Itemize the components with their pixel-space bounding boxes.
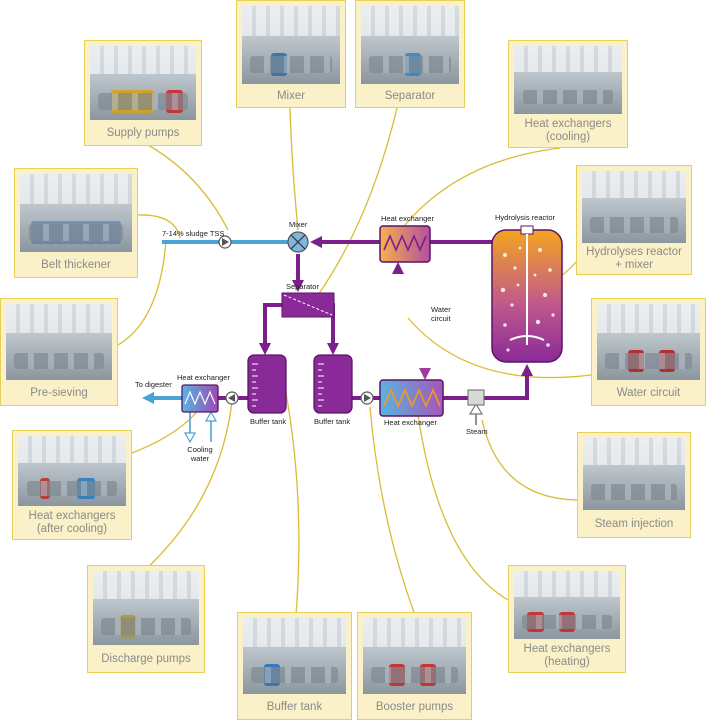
label-buffer-tank-right: Buffer tank	[314, 417, 350, 426]
caption-booster-pumps: Booster pumps	[375, 700, 454, 713]
photo-buffer-tank	[243, 618, 346, 694]
card-buffer-tank: Buffer tank	[237, 612, 352, 720]
separator-unit	[281, 292, 335, 318]
caption-belt-thickener: Belt thickener	[41, 258, 111, 271]
photo-hydrolyses-reactor	[582, 171, 686, 243]
card-heat-exchangers-cooling: Heat exchangers (cooling)	[508, 40, 628, 148]
label-steam: Steam	[466, 427, 488, 436]
photo-heat-exchangers-cooling	[514, 46, 622, 114]
card-pre-sieving: Pre-sieving	[0, 298, 118, 406]
photo-separator	[361, 6, 459, 84]
caption-buffer-tank: Buffer tank	[266, 700, 323, 713]
buffer-tank-left	[247, 354, 287, 414]
photo-heat-exchangers-after-cooling	[18, 436, 126, 506]
label-heat-exchanger-bottom: Heat exchanger	[384, 418, 437, 427]
card-heat-exchangers-after-cooling: Heat exchangers (after cooling)	[12, 430, 132, 540]
heat-exchanger-bottom	[379, 379, 444, 417]
card-steam-injection: Steam injection	[577, 432, 691, 538]
photo-mixer	[242, 6, 340, 84]
caption-hydrolyses-reactor: Hydrolyses reactor + mixer	[586, 246, 682, 271]
photo-discharge-pumps	[93, 571, 199, 645]
card-separator: Separator	[355, 0, 465, 108]
connector-hex-cooling	[404, 147, 561, 226]
connector-buffer-tank-card	[285, 392, 300, 616]
photo-supply-pumps	[90, 46, 196, 120]
connector-supply-pumps	[147, 144, 229, 231]
caption-water-circuit: Water circuit	[616, 386, 681, 399]
caption-heat-exchangers-cooling: Heat exchangers (cooling)	[524, 118, 612, 143]
photo-heat-exchangers-heating	[514, 571, 620, 639]
label-sludge-input: 7-14% sludge TSS	[162, 229, 224, 238]
card-mixer: Mixer	[236, 0, 346, 108]
heat-exchanger-left	[181, 384, 219, 413]
card-hydrolyses-reactor: Hydrolyses reactor + mixer	[576, 165, 692, 275]
label-buffer-tank-left: Buffer tank	[250, 417, 286, 426]
photo-belt-thickener	[20, 174, 132, 252]
arrow-into-separator	[292, 280, 304, 292]
connector-separator-card	[317, 107, 398, 296]
photo-pre-sieving	[6, 304, 112, 380]
connector-lines	[111, 107, 592, 616]
card-discharge-pumps: Discharge pumps	[87, 565, 205, 673]
label-heat-exchanger-left: Heat exchanger	[177, 373, 230, 382]
label-to-digester: To digester	[135, 380, 172, 389]
photo-water-circuit	[597, 304, 700, 380]
pipe-separator-to-left-tank	[263, 303, 283, 345]
caption-discharge-pumps: Discharge pumps	[101, 652, 191, 665]
buffer-tank-right	[313, 354, 353, 414]
pump-discharge	[225, 391, 239, 405]
caption-heat-exchangers-heating: Heat exchangers (heating)	[523, 643, 611, 668]
card-water-circuit: Water circuit	[591, 298, 706, 406]
connector-hex-heating	[417, 414, 509, 601]
card-supply-pumps: Supply pumps	[84, 40, 202, 146]
label-hydrolysis-reactor: Hydrolysis reactor	[495, 213, 556, 222]
connector-belt-thickener	[137, 214, 181, 239]
caption-separator: Separator	[384, 89, 436, 102]
connector-pre-sieving	[117, 239, 167, 346]
photo-booster-pumps	[363, 618, 466, 694]
caption-supply-pumps: Supply pumps	[106, 126, 180, 139]
hydrolysis-reactor	[491, 225, 563, 363]
caption-steam-injection: Steam injection	[594, 517, 674, 530]
photo-steam-injection	[583, 438, 685, 510]
steam-injector	[467, 389, 485, 406]
caption-pre-sieving: Pre-sieving	[30, 386, 88, 399]
connector-steam-card	[481, 419, 581, 501]
pipe-steam-to-reactor	[484, 372, 529, 400]
caption-mixer: Mixer	[276, 89, 306, 102]
label-heat-exchanger-top: Heat exchanger	[381, 214, 434, 223]
label-mixer: Mixer	[289, 220, 308, 229]
connector-discharge-pumps	[144, 401, 233, 571]
mixer-symbol	[287, 231, 309, 253]
label-separator: Separator	[286, 282, 319, 291]
connector-booster-pumps	[369, 406, 416, 616]
pump-supply	[218, 235, 232, 249]
caption-heat-exchangers-after-cooling: Heat exchangers (after cooling)	[28, 510, 116, 535]
card-belt-thickener: Belt thickener	[14, 168, 138, 278]
card-heat-exchangers-heating: Heat exchangers (heating)	[508, 565, 626, 673]
arrow-into-mixer	[310, 236, 322, 248]
arrow-to-digester	[142, 392, 154, 404]
heat-exchanger-top	[379, 225, 431, 263]
pump-booster	[360, 391, 374, 405]
card-booster-pumps: Booster pumps	[357, 612, 472, 720]
connector-mixer-card	[289, 107, 299, 231]
